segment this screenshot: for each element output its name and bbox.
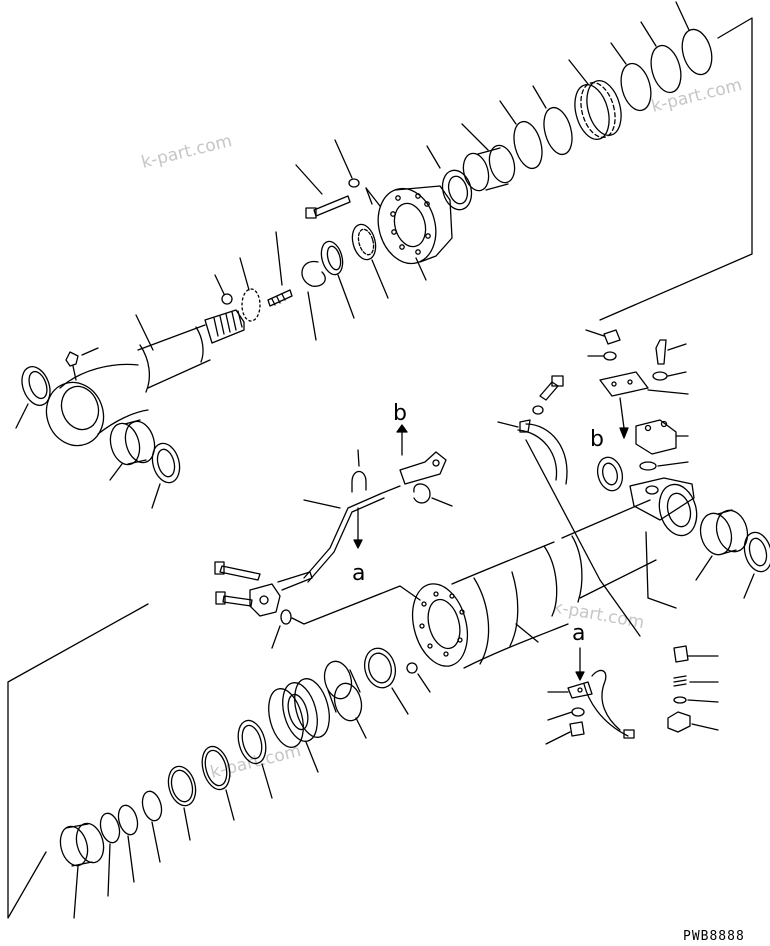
head-sleeve (459, 124, 518, 193)
head-oring-2 (533, 86, 577, 158)
callout-frame-left (8, 604, 148, 918)
pipe-clamp-upper (414, 484, 452, 506)
pipe-elbow (278, 572, 312, 590)
lower-clamp-nut (546, 722, 584, 744)
drawing-code: PWB8888 (683, 929, 745, 944)
piston-nut-dot (215, 275, 232, 304)
cylinder-head (366, 182, 452, 280)
end-nut (56, 820, 107, 918)
pipe-leader (292, 586, 420, 624)
tube-ring-b (594, 454, 626, 493)
tube-seal (740, 529, 770, 598)
label-a-lower: a (572, 621, 585, 646)
pipe-flange-lower (250, 584, 280, 616)
label-b-right: b (590, 427, 604, 452)
grease-fitting (66, 348, 98, 380)
bracket-nut (586, 330, 620, 344)
label-a-upper: a (352, 561, 365, 586)
tube-bushing (696, 507, 752, 580)
callout-frame-right (600, 18, 752, 320)
flange-bolt-2 (216, 592, 252, 606)
snap-ring (302, 262, 325, 340)
bracket-bolt (656, 340, 686, 364)
backup-ring-lower-4 (97, 811, 122, 896)
backup-ring-lower-3 (115, 803, 140, 882)
piston-ring (349, 222, 388, 298)
head-seal-3 (676, 2, 716, 78)
rod-eye (38, 364, 148, 453)
head-seal-1 (611, 43, 656, 114)
flange-bolt-1 (215, 562, 260, 580)
piston-body (263, 675, 335, 772)
backup-ring-lower-2 (139, 789, 164, 862)
rod-end-seal (16, 363, 55, 428)
piston-seal (318, 239, 354, 318)
lower-clamp (548, 670, 634, 738)
cylinder-tube (404, 500, 656, 672)
ball-ring (240, 258, 260, 321)
clamp-bolt (533, 376, 563, 414)
piston-oring-lower (360, 645, 408, 714)
foot-seal (148, 440, 183, 508)
pipe-flange-upper (400, 452, 446, 484)
piston-seal-lower (198, 743, 235, 820)
piston-nut-small (407, 663, 430, 692)
foot-bushing (106, 418, 159, 480)
pipe-line (304, 486, 400, 582)
tube-foot (630, 478, 702, 608)
head-seal-2 (641, 22, 686, 96)
piston-sleeve-lower (321, 658, 366, 738)
watermark-middle-right: k-part.com (551, 597, 646, 633)
piston-ring-lower (234, 717, 272, 798)
label-b-upper: b (393, 401, 407, 426)
piston-rod (136, 310, 244, 392)
bracket-washer-2 (653, 372, 686, 380)
backup-ring-lower-1 (164, 763, 199, 840)
head-bushing (427, 146, 476, 213)
lower-clamp-washer (548, 708, 584, 720)
tube-clamp-band (498, 420, 640, 636)
watermark-top-left: k-part.com (139, 131, 234, 173)
nipple-stack (668, 646, 718, 732)
stud-bolt (268, 232, 292, 306)
valve-block (636, 420, 688, 454)
bracket-leader (648, 390, 688, 394)
gland-cap-bolt (296, 165, 350, 218)
head-piston (569, 60, 627, 143)
gland-washer (335, 140, 359, 187)
head-oring-1 (500, 101, 547, 172)
bracket-plate (600, 372, 648, 438)
watermark-top-right: k-part.com (649, 75, 744, 117)
pipe-oring (272, 610, 291, 648)
u-bolt (352, 450, 366, 492)
valve-oring (640, 462, 688, 470)
bracket-washer (588, 352, 616, 360)
